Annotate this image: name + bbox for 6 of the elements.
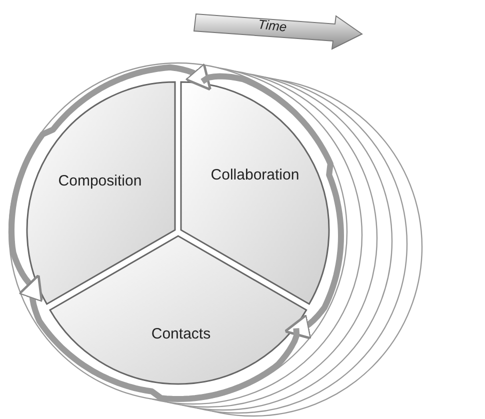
- time-label: Time: [257, 16, 288, 34]
- cycle-arrow: [18, 274, 300, 402]
- segment-label: Collaboration: [210, 166, 300, 184]
- cycle-arrow: [200, 73, 344, 340]
- segment-label: Composition: [58, 172, 142, 190]
- segment-label: Contacts: [151, 326, 211, 342]
